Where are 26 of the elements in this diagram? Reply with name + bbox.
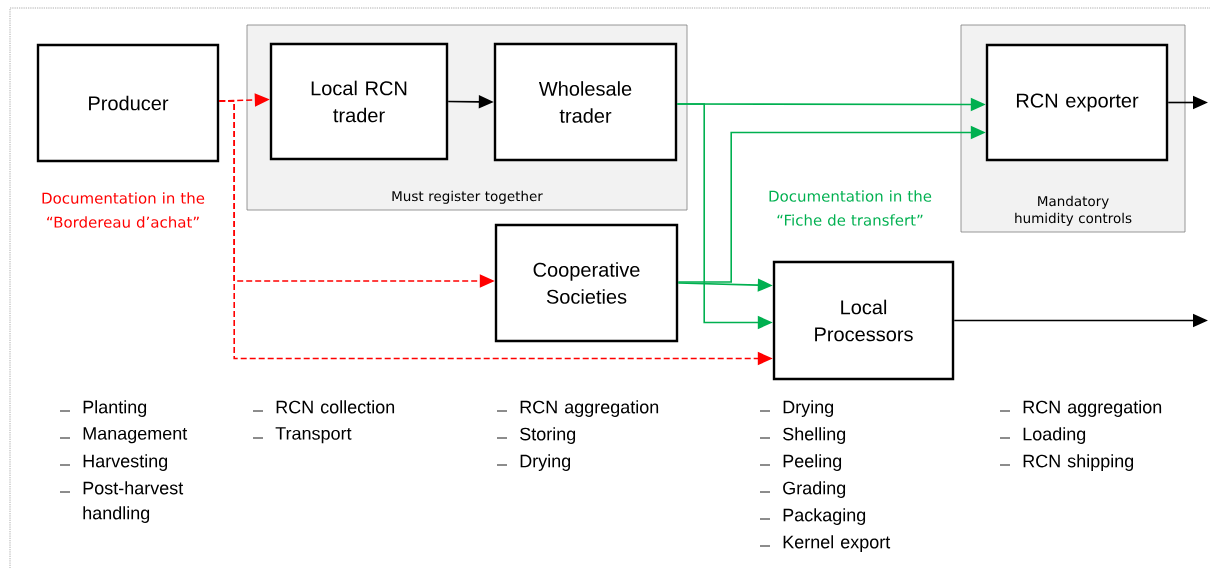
annotation-text: Documentation in the “Bordereau d’achat” bbox=[42, 192, 205, 228]
process-box: Producer bbox=[36, 43, 220, 163]
list-item: Drying bbox=[759, 400, 834, 417]
list-item: Grading bbox=[759, 481, 846, 498]
list-item: Management bbox=[59, 427, 188, 444]
list-item: RCN shipping bbox=[999, 454, 1134, 471]
list-item: Harvesting bbox=[59, 454, 168, 471]
list-item: Peeling bbox=[759, 454, 842, 471]
process-box: Wholesale trader bbox=[493, 42, 678, 162]
list-item: Loading bbox=[999, 427, 1086, 444]
process-box: Local Processors bbox=[772, 260, 955, 381]
process-box: RCN exporter bbox=[985, 43, 1169, 162]
list-item: Drying bbox=[496, 454, 571, 471]
list-item: Kernel export bbox=[759, 535, 891, 552]
list-item: Shelling bbox=[759, 427, 846, 444]
process-box: Local RCN trader bbox=[269, 42, 449, 161]
annotation-text: Documentation in the “Fiche de transfert” bbox=[769, 190, 932, 226]
list-item: Transport bbox=[252, 427, 352, 444]
list-item: Post-harvest handling bbox=[59, 481, 184, 523]
list-item: RCN aggregation bbox=[496, 400, 659, 417]
list-item: Packaging bbox=[759, 508, 866, 525]
list-item: RCN aggregation bbox=[999, 400, 1162, 417]
list-item: RCN collection bbox=[252, 400, 395, 414]
list-item: Planting bbox=[59, 400, 147, 417]
list-item: Storing bbox=[496, 427, 576, 444]
process-box: Cooperative Societies bbox=[494, 223, 679, 343]
